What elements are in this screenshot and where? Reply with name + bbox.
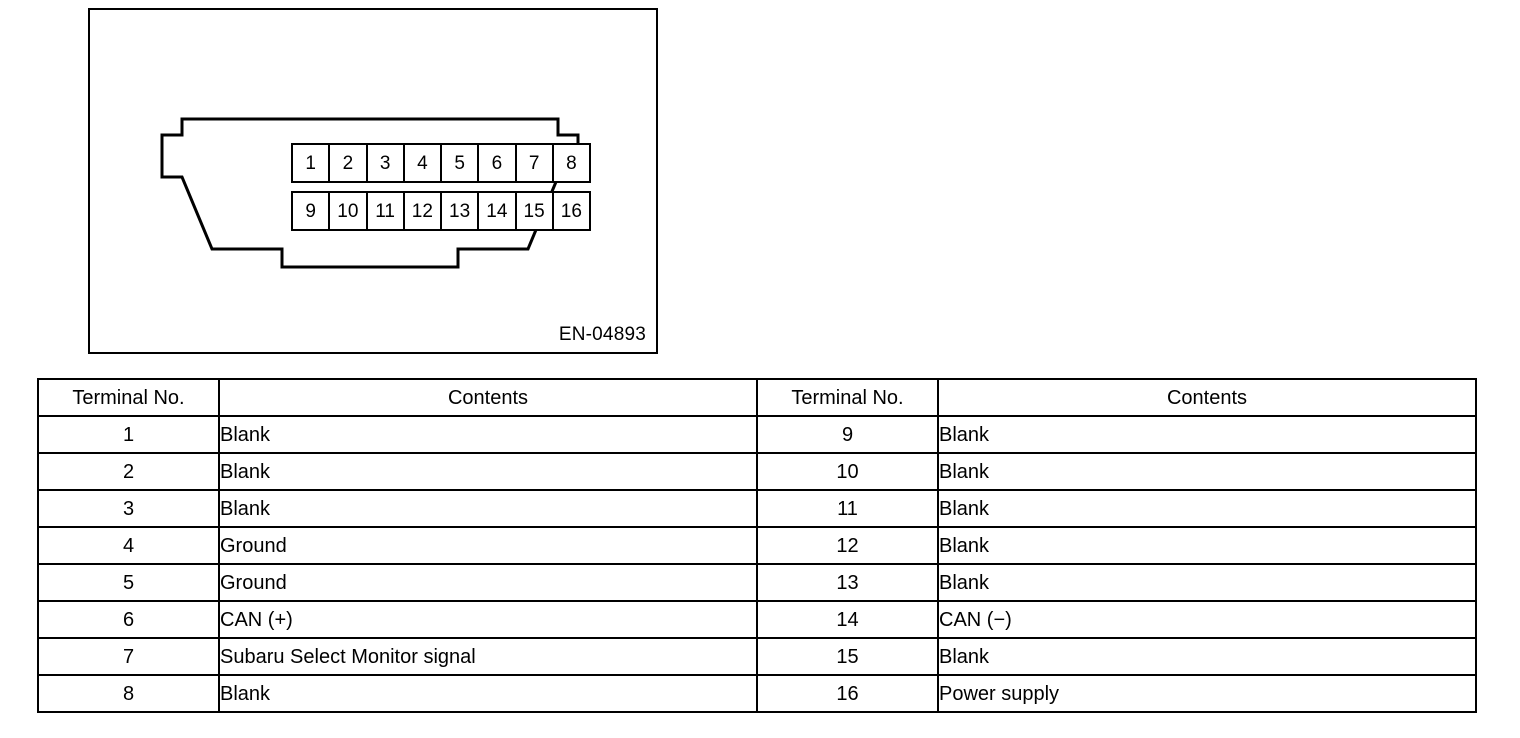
cell-terminal-no: 12 bbox=[756, 526, 939, 565]
cell-contents: Blank bbox=[937, 526, 1477, 565]
cell-contents: Power supply bbox=[937, 674, 1477, 713]
cell-terminal-no: 4 bbox=[37, 526, 220, 565]
table-row: 5 Ground 13 Blank bbox=[37, 563, 1477, 602]
pin-cell: 11 bbox=[365, 191, 405, 231]
header-terminal-no-left: Terminal No. bbox=[37, 378, 220, 417]
cell-terminal-no: 13 bbox=[756, 563, 939, 602]
cell-contents: Blank bbox=[218, 489, 758, 528]
pin-cell: 6 bbox=[477, 143, 517, 183]
cell-contents: Blank bbox=[937, 563, 1477, 602]
header-terminal-no-right: Terminal No. bbox=[756, 378, 939, 417]
table-row: 6 CAN (+) 14 CAN (−) bbox=[37, 600, 1477, 639]
cell-terminal-no: 16 bbox=[756, 674, 939, 713]
cell-contents: Blank bbox=[218, 415, 758, 454]
pin-cell: 2 bbox=[328, 143, 368, 183]
table-row: 3 Blank 11 Blank bbox=[37, 489, 1477, 528]
pin-cell: 8 bbox=[551, 143, 591, 183]
table-header: Terminal No. Contents Terminal No. Conte… bbox=[37, 378, 1477, 417]
cell-contents: Ground bbox=[218, 563, 758, 602]
table-body: 1 Blank 9 Blank 2 Blank 10 Blank 3 Blank… bbox=[37, 415, 1477, 713]
pin-cell: 7 bbox=[514, 143, 554, 183]
cell-contents: Blank bbox=[937, 452, 1477, 491]
cell-terminal-no: 6 bbox=[37, 600, 220, 639]
pin-cell: 4 bbox=[402, 143, 442, 183]
cell-contents: Ground bbox=[218, 526, 758, 565]
cell-terminal-no: 1 bbox=[37, 415, 220, 454]
pin-grid: 1 2 3 4 5 6 7 8 9 10 11 12 13 14 15 bbox=[291, 143, 591, 231]
cell-terminal-no: 5 bbox=[37, 563, 220, 602]
cell-terminal-no: 14 bbox=[756, 600, 939, 639]
pin-row-bottom: 9 10 11 12 13 14 15 16 bbox=[291, 191, 591, 231]
cell-contents: Blank bbox=[218, 452, 758, 491]
table-header-row: Terminal No. Contents Terminal No. Conte… bbox=[37, 378, 1477, 417]
connector-diagram: 1 2 3 4 5 6 7 8 9 10 11 12 13 14 15 bbox=[160, 115, 591, 280]
cell-contents: CAN (−) bbox=[937, 600, 1477, 639]
pin-cell: 12 bbox=[402, 191, 442, 231]
table-row: 1 Blank 9 Blank bbox=[37, 415, 1477, 454]
table-row: 4 Ground 12 Blank bbox=[37, 526, 1477, 565]
cell-terminal-no: 10 bbox=[756, 452, 939, 491]
cell-contents: CAN (+) bbox=[218, 600, 758, 639]
pin-cell: 10 bbox=[328, 191, 368, 231]
figure-panel: 1 2 3 4 5 6 7 8 9 10 11 12 13 14 15 bbox=[88, 8, 658, 354]
cell-terminal-no: 2 bbox=[37, 452, 220, 491]
figure-caption: EN-04893 bbox=[558, 324, 646, 345]
cell-contents: Blank bbox=[937, 489, 1477, 528]
pin-cell: 13 bbox=[440, 191, 480, 231]
table-row: 2 Blank 10 Blank bbox=[37, 452, 1477, 491]
cell-terminal-no: 15 bbox=[756, 637, 939, 676]
cell-terminal-no: 11 bbox=[756, 489, 939, 528]
table-row: 8 Blank 16 Power supply bbox=[37, 674, 1477, 713]
header-contents-left: Contents bbox=[218, 378, 758, 417]
pin-cell: 1 bbox=[291, 143, 331, 183]
cell-contents: Subaru Select Monitor signal bbox=[218, 637, 758, 676]
header-contents-right: Contents bbox=[937, 378, 1477, 417]
cell-contents: Blank bbox=[937, 637, 1477, 676]
cell-contents: Blank bbox=[218, 674, 758, 713]
table-row: 7 Subaru Select Monitor signal 15 Blank bbox=[37, 637, 1477, 676]
terminal-assignment-table: Terminal No. Contents Terminal No. Conte… bbox=[37, 378, 1477, 713]
pin-cell: 3 bbox=[365, 143, 405, 183]
cell-terminal-no: 7 bbox=[37, 637, 220, 676]
pin-cell: 15 bbox=[514, 191, 554, 231]
pin-cell: 5 bbox=[440, 143, 480, 183]
cell-contents: Blank bbox=[937, 415, 1477, 454]
pin-cell: 16 bbox=[551, 191, 591, 231]
pin-cell: 9 bbox=[291, 191, 331, 231]
cell-terminal-no: 3 bbox=[37, 489, 220, 528]
pin-cell: 14 bbox=[477, 191, 517, 231]
pin-row-top: 1 2 3 4 5 6 7 8 bbox=[291, 143, 591, 183]
cell-terminal-no: 9 bbox=[756, 415, 939, 454]
cell-terminal-no: 8 bbox=[37, 674, 220, 713]
